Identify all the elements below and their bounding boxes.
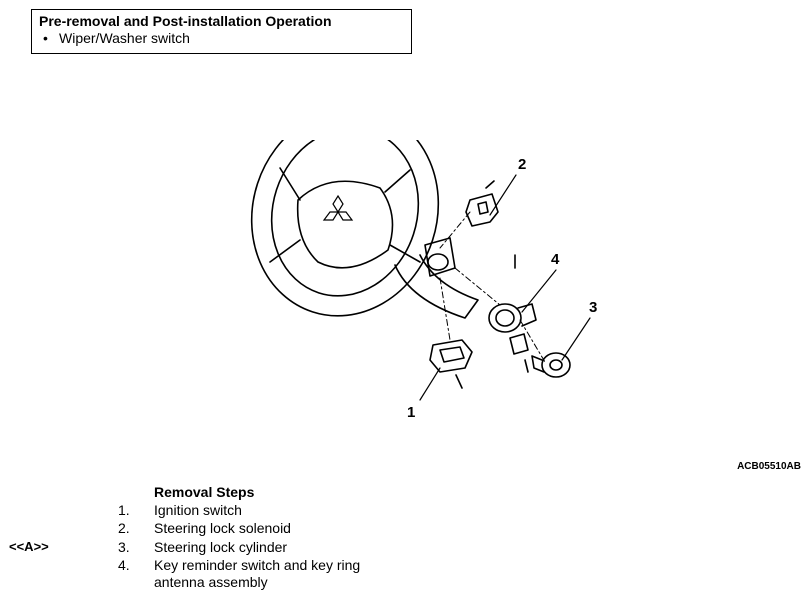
step-text: Key reminder switch and key ring — [154, 557, 361, 573]
step-text: Steering lock cylinder — [154, 539, 288, 555]
callout-2: 2 — [518, 156, 527, 173]
steering-wheel-inner-rim — [270, 140, 420, 297]
leader-line-4 — [521, 269, 557, 313]
removal-steps-title: Removal Steps — [154, 484, 255, 500]
step-text: Ignition switch — [154, 502, 242, 518]
step-number: 3. — [118, 539, 130, 555]
procedure-reference-tag: <<A>> — [9, 539, 49, 554]
steering-lock-cylinder — [541, 352, 571, 378]
step-number: 2. — [118, 520, 130, 536]
step-number: 1. — [118, 502, 130, 518]
figure-code: ACB05510AB — [737, 461, 801, 472]
column-cover — [394, 254, 479, 319]
step-number: 4. — [118, 557, 130, 573]
leader-line-1 — [419, 367, 441, 401]
steering-lock-solenoid — [465, 193, 499, 227]
leader-line-2 — [489, 174, 517, 216]
info-box-item-text: Wiper/Washer switch — [59, 30, 190, 46]
step-text-continued: antenna assembly — [154, 574, 268, 590]
key-reminder-switch — [488, 303, 522, 333]
info-box-item: • Wiper/Washer switch — [39, 30, 404, 47]
callout-4: 4 — [551, 251, 560, 268]
removal-step: 1. Ignition switch — [118, 502, 242, 519]
ignition-switch — [429, 339, 473, 373]
bullet-icon: • — [43, 30, 48, 46]
mitsubishi-emblem-icon — [322, 194, 354, 221]
steering-column-diagram — [250, 140, 591, 401]
callout-1: 1 — [407, 404, 416, 421]
removal-step: 2. Steering lock solenoid — [118, 520, 291, 537]
steering-hub — [296, 180, 394, 269]
step-text: Steering lock solenoid — [154, 520, 291, 536]
leader-line-3 — [561, 317, 591, 361]
pre-removal-info-box: Pre-removal and Post-installation Operat… — [31, 9, 412, 54]
callout-3: 3 — [589, 299, 598, 316]
steering-wheel-rim — [250, 140, 440, 317]
info-box-title: Pre-removal and Post-installation Operat… — [39, 13, 332, 29]
removal-step: 3. Steering lock cylinder — [118, 539, 287, 556]
